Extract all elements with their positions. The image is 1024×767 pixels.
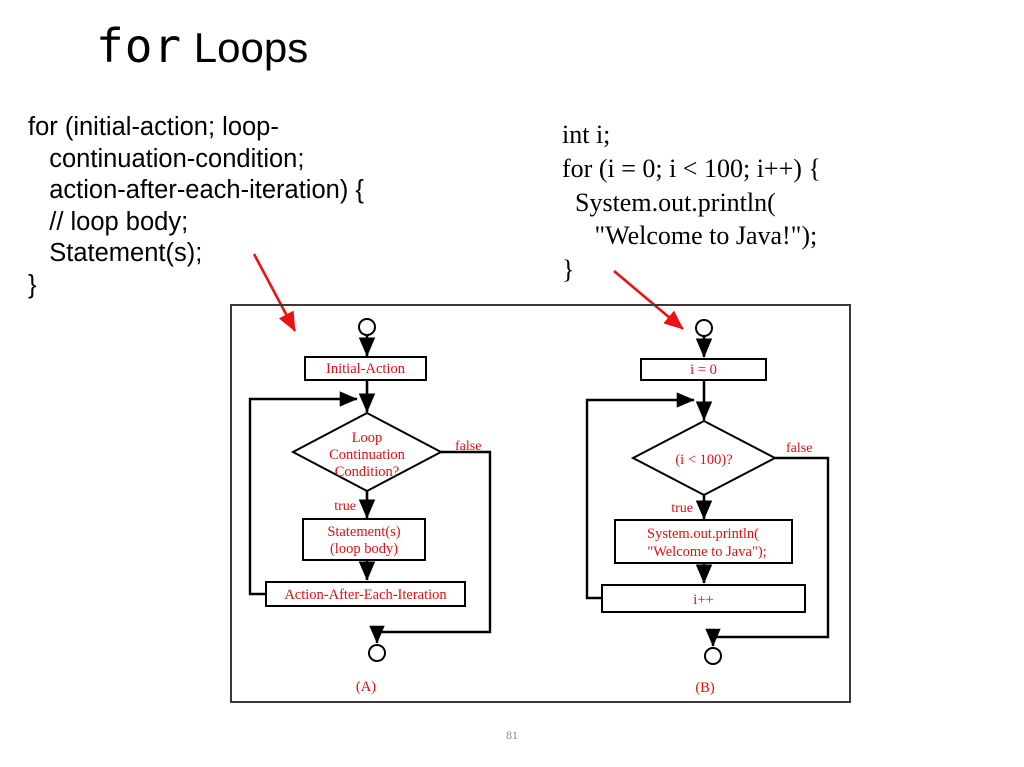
flow-b-loopback-path [585, 392, 695, 600]
code-block-generic-syntax: for (initial-action; loop- continuation-… [28, 113, 364, 300]
flow-b-end-node [704, 647, 722, 665]
flow-b-body-label-line2: "Welcome to Java"); [647, 544, 766, 560]
flow-a-decision-label-line1: Loop [352, 430, 383, 446]
flow-a-after-box [265, 581, 466, 607]
flow-a-decision-label-line3: Condition? [335, 464, 399, 480]
flow-a-false-label: false [455, 439, 481, 454]
flow-b-true-label: true [671, 501, 693, 516]
title-keyword-for: for [96, 19, 183, 73]
flow-b-init-box [640, 358, 767, 381]
flow-b-body-label-line1: System.out.println( [647, 526, 759, 542]
flow-a-false-path [369, 450, 492, 644]
flow-a-caption: (A) [356, 679, 376, 695]
flow-b-false-label: false [786, 441, 812, 456]
flow-a-decision-label-line2: Continuation [329, 447, 405, 463]
flow-a-after-label: Action-After-Each-Iteration [284, 587, 447, 603]
flow-b-false-path [705, 456, 830, 647]
flow-b-after-label: i++ [693, 592, 713, 608]
flow-b-after-box [601, 584, 806, 613]
code-block-java-example: int i; for (i = 0; i < 100; i++) { Syste… [562, 120, 821, 285]
flow-a-init-box [304, 356, 427, 381]
flow-b-decision-diamond [630, 419, 778, 497]
flow-a-body-label-line1: Statement(s) [327, 524, 400, 540]
page-number: 81 [506, 728, 518, 742]
flow-a-body-label-line2: (loop body) [330, 541, 398, 557]
flow-a-true-label: true [334, 499, 356, 514]
flow-a-loopback-path [248, 391, 358, 596]
flow-b-init-label: i = 0 [690, 362, 717, 378]
flow-b-body-box [614, 519, 793, 564]
flow-a-init-label: Initial-Action [326, 361, 406, 377]
flow-a-end-node [368, 644, 386, 662]
flow-a-start-node [358, 318, 376, 336]
flow-b-decision-label: (i < 100)? [675, 452, 732, 468]
flowchart-a: Initial-Action Loop Continuation Conditi… [248, 318, 492, 695]
flowchart-b: i = 0 (i < 100)? false true System.out.p… [585, 319, 830, 696]
title-word-loops: Loops [182, 24, 309, 71]
flow-a-body-box [302, 518, 426, 561]
page-title: for Loops [96, 22, 308, 71]
flow-b-caption: (B) [695, 680, 715, 696]
figure-frame [230, 304, 851, 703]
flow-b-start-node [695, 319, 713, 337]
flow-a-decision-diamond [290, 411, 444, 493]
